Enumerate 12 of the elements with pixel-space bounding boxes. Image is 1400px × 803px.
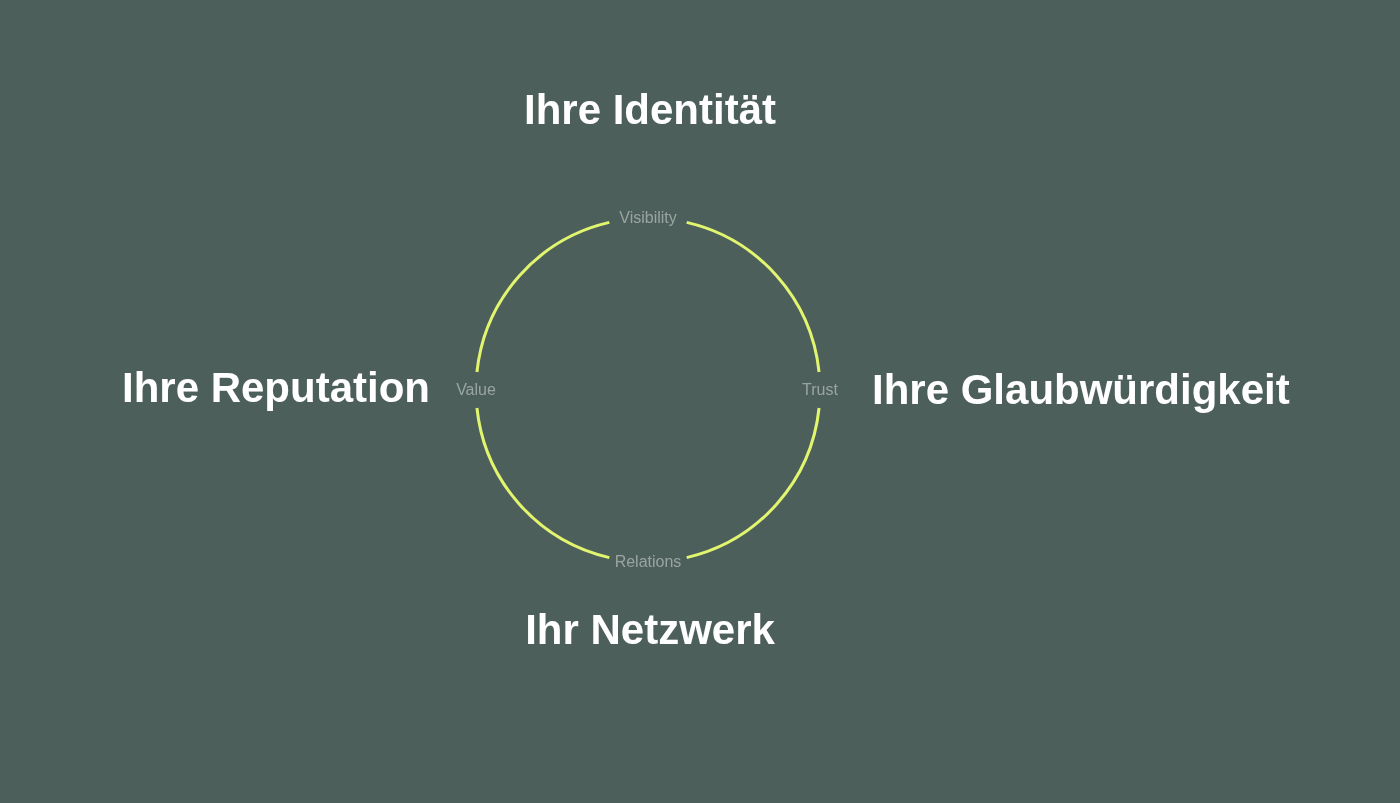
ring-label: Value bbox=[454, 381, 498, 399]
heading: Ihr Netzwerk bbox=[525, 605, 775, 655]
arc-connector bbox=[686, 220, 821, 373]
arc-connector bbox=[686, 407, 821, 560]
ring-label: Visibility bbox=[617, 209, 679, 227]
ring-label: Trust bbox=[800, 381, 840, 399]
heading: Ihre Glaubwürdigkeit bbox=[872, 365, 1291, 415]
ring-label: Relations bbox=[612, 553, 684, 571]
heading: Ihre Identität bbox=[524, 85, 776, 135]
arc-connector bbox=[475, 407, 610, 560]
heading: Ihre Reputation bbox=[121, 363, 430, 413]
arc-connector bbox=[475, 220, 610, 373]
